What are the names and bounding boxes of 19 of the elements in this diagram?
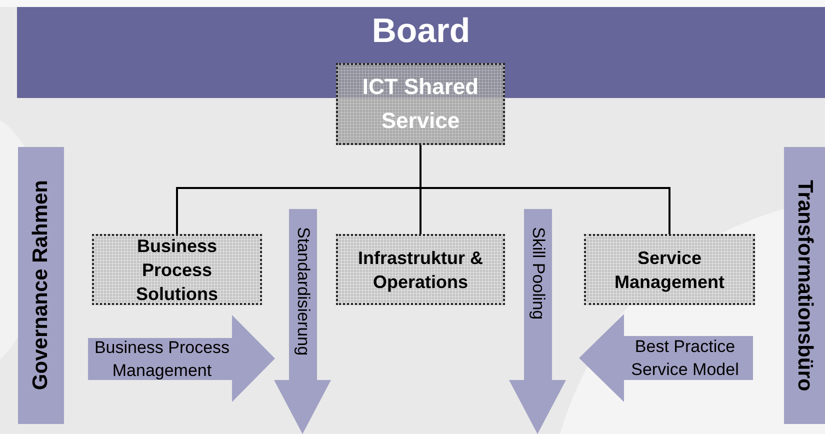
- side-band: [18, 147, 64, 424]
- arrow-label: Standardisierung: [293, 227, 314, 356]
- unit-box: [336, 234, 505, 305]
- band-title: Board: [372, 11, 470, 52]
- box-label: Infrastruktur & Operations: [356, 246, 484, 294]
- band-title: Transformationsbüro: [792, 180, 818, 392]
- arrow-label: Best Practice Service Model: [630, 336, 740, 381]
- unit-box: [336, 63, 505, 145]
- box-label: ICT Shared Service: [361, 73, 480, 135]
- arrow-label: Business Process Management: [93, 337, 231, 382]
- unit-box: [92, 234, 262, 305]
- arrow-label: Skill Pooling: [528, 227, 549, 320]
- box-label: Service Management: [613, 246, 726, 294]
- unit-box: [584, 234, 755, 305]
- side-band: [784, 147, 825, 424]
- connector-line: [420, 145, 670, 234]
- header-band: [17, 7, 825, 98]
- box-label: Business Process Solutions: [135, 234, 219, 306]
- band-title: Governance Rahmen: [28, 180, 53, 391]
